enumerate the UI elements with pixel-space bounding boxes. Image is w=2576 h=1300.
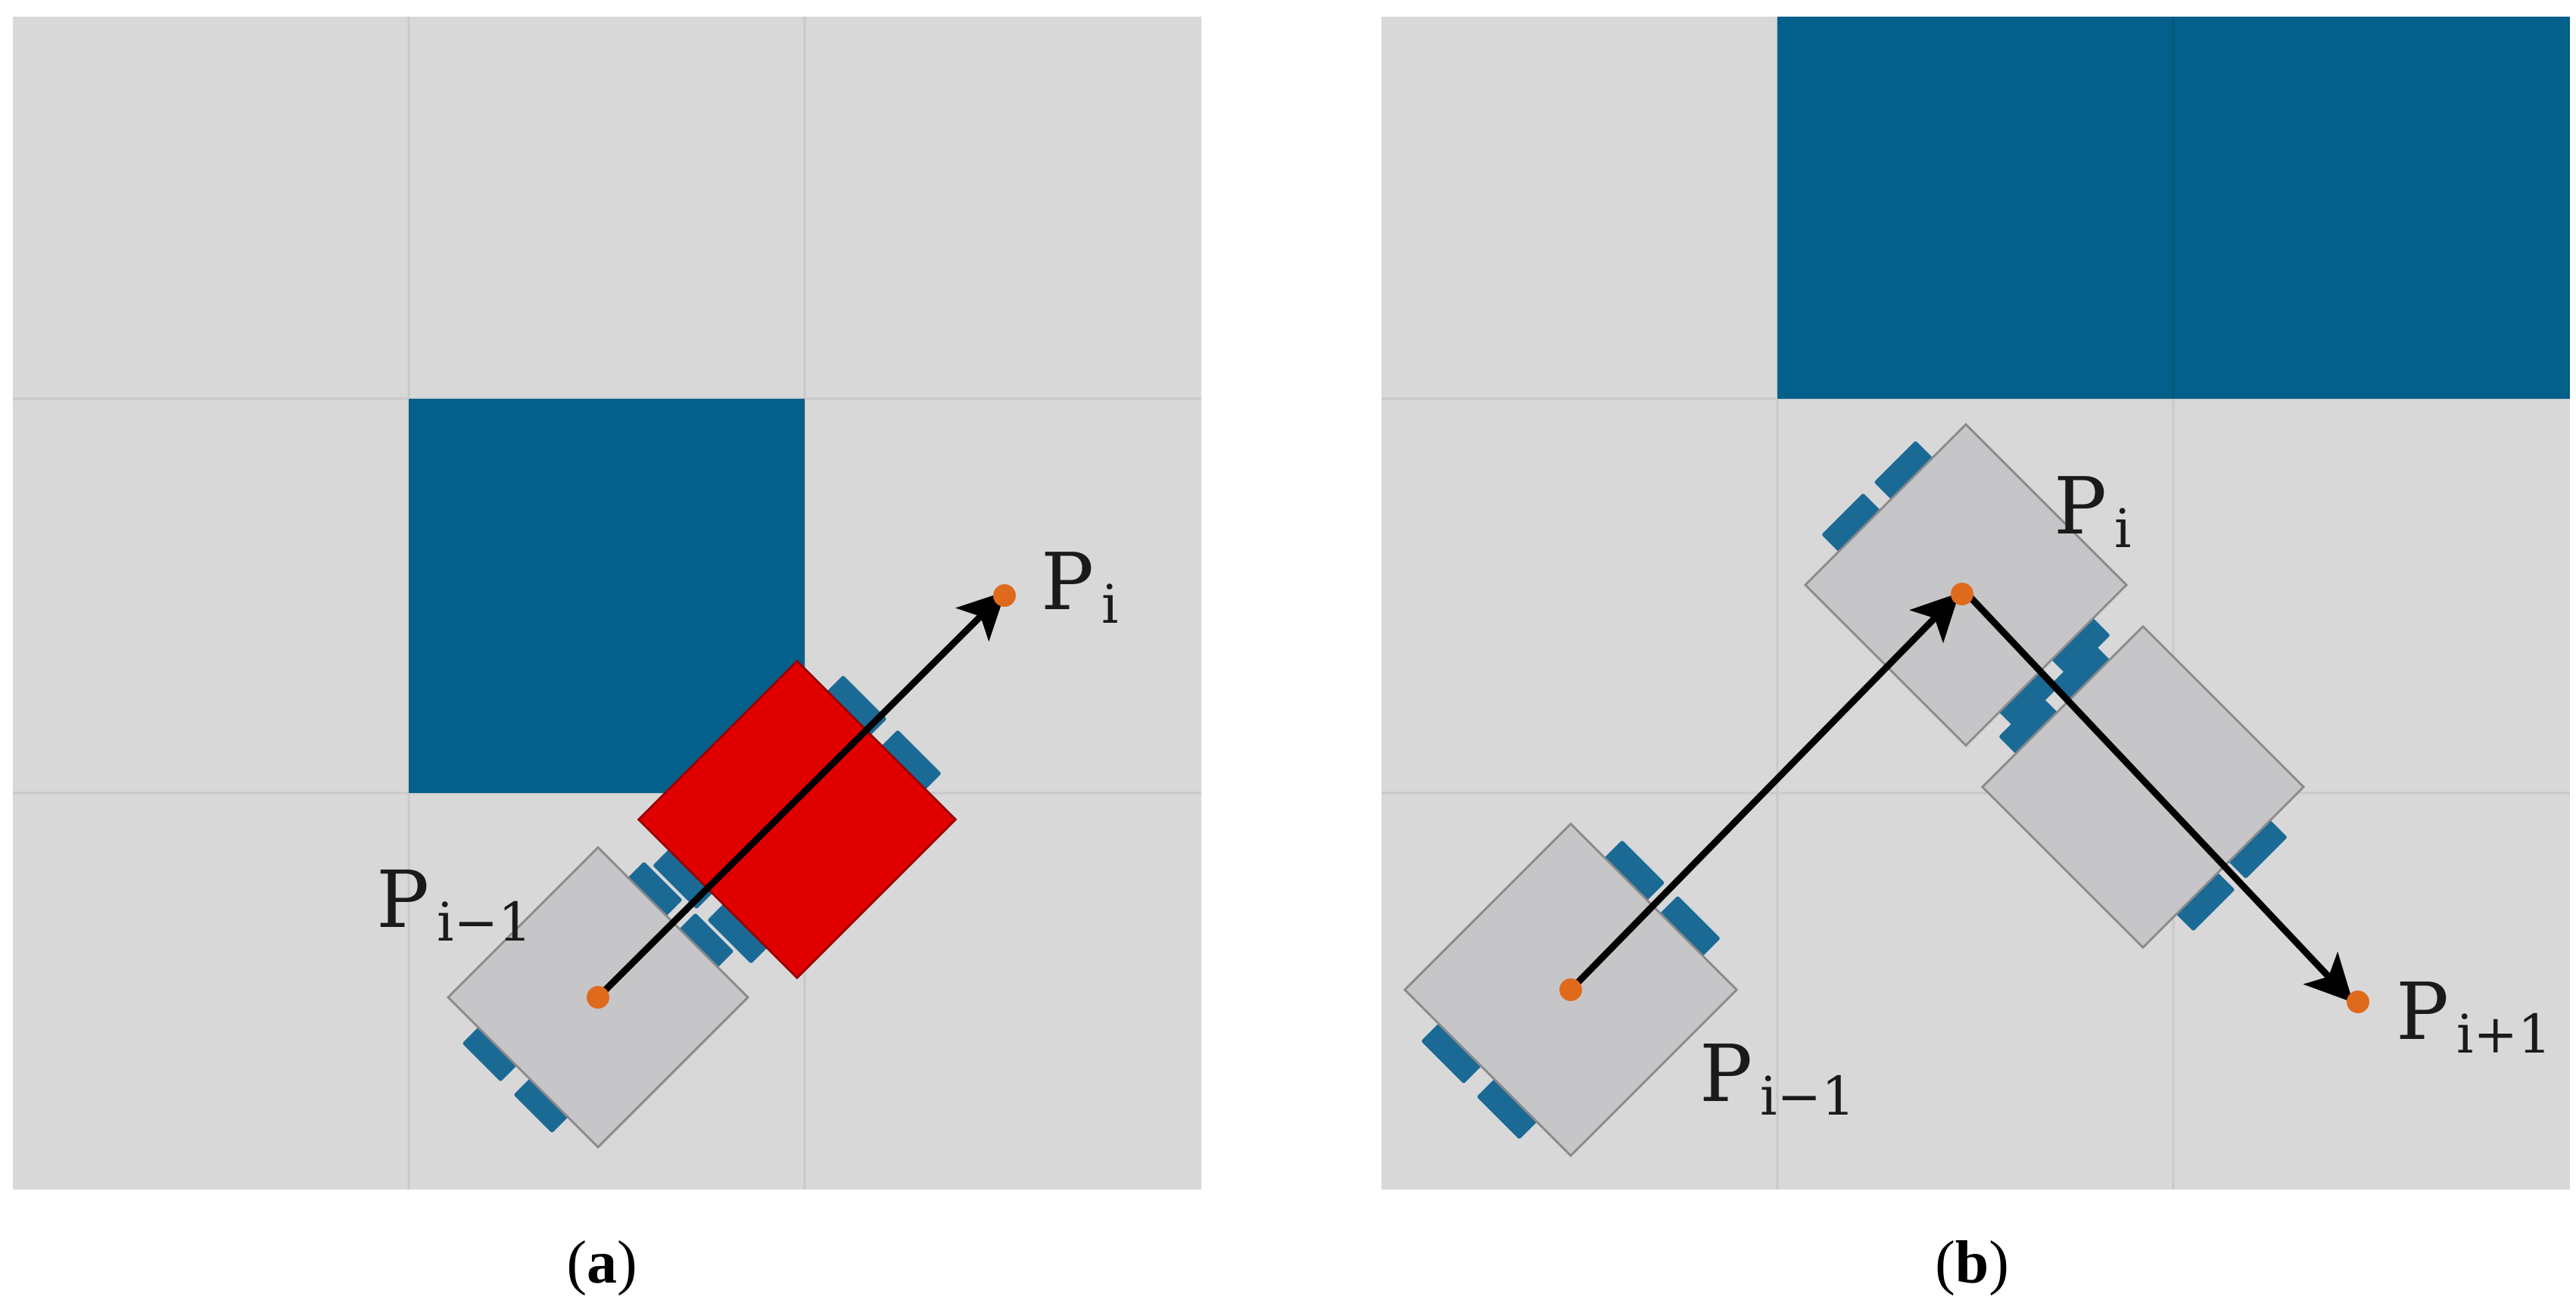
- waypoint-dot-icon: [993, 584, 1016, 607]
- waypoint-dot-icon: [2347, 991, 2369, 1013]
- waypoint-dot-icon: [1559, 978, 1582, 1001]
- path-arrow-a: [595, 591, 1006, 1000]
- caption-a: (a): [566, 1230, 637, 1296]
- waypoint-dot-icon: [1951, 583, 1973, 605]
- path-arrow-b2: [1963, 589, 2353, 1003]
- caption-b: (b): [1935, 1230, 2009, 1296]
- path-arrow-b1: [1568, 592, 1960, 993]
- collision-robot: [637, 659, 958, 980]
- waypoint-dot-icon: [587, 986, 609, 1009]
